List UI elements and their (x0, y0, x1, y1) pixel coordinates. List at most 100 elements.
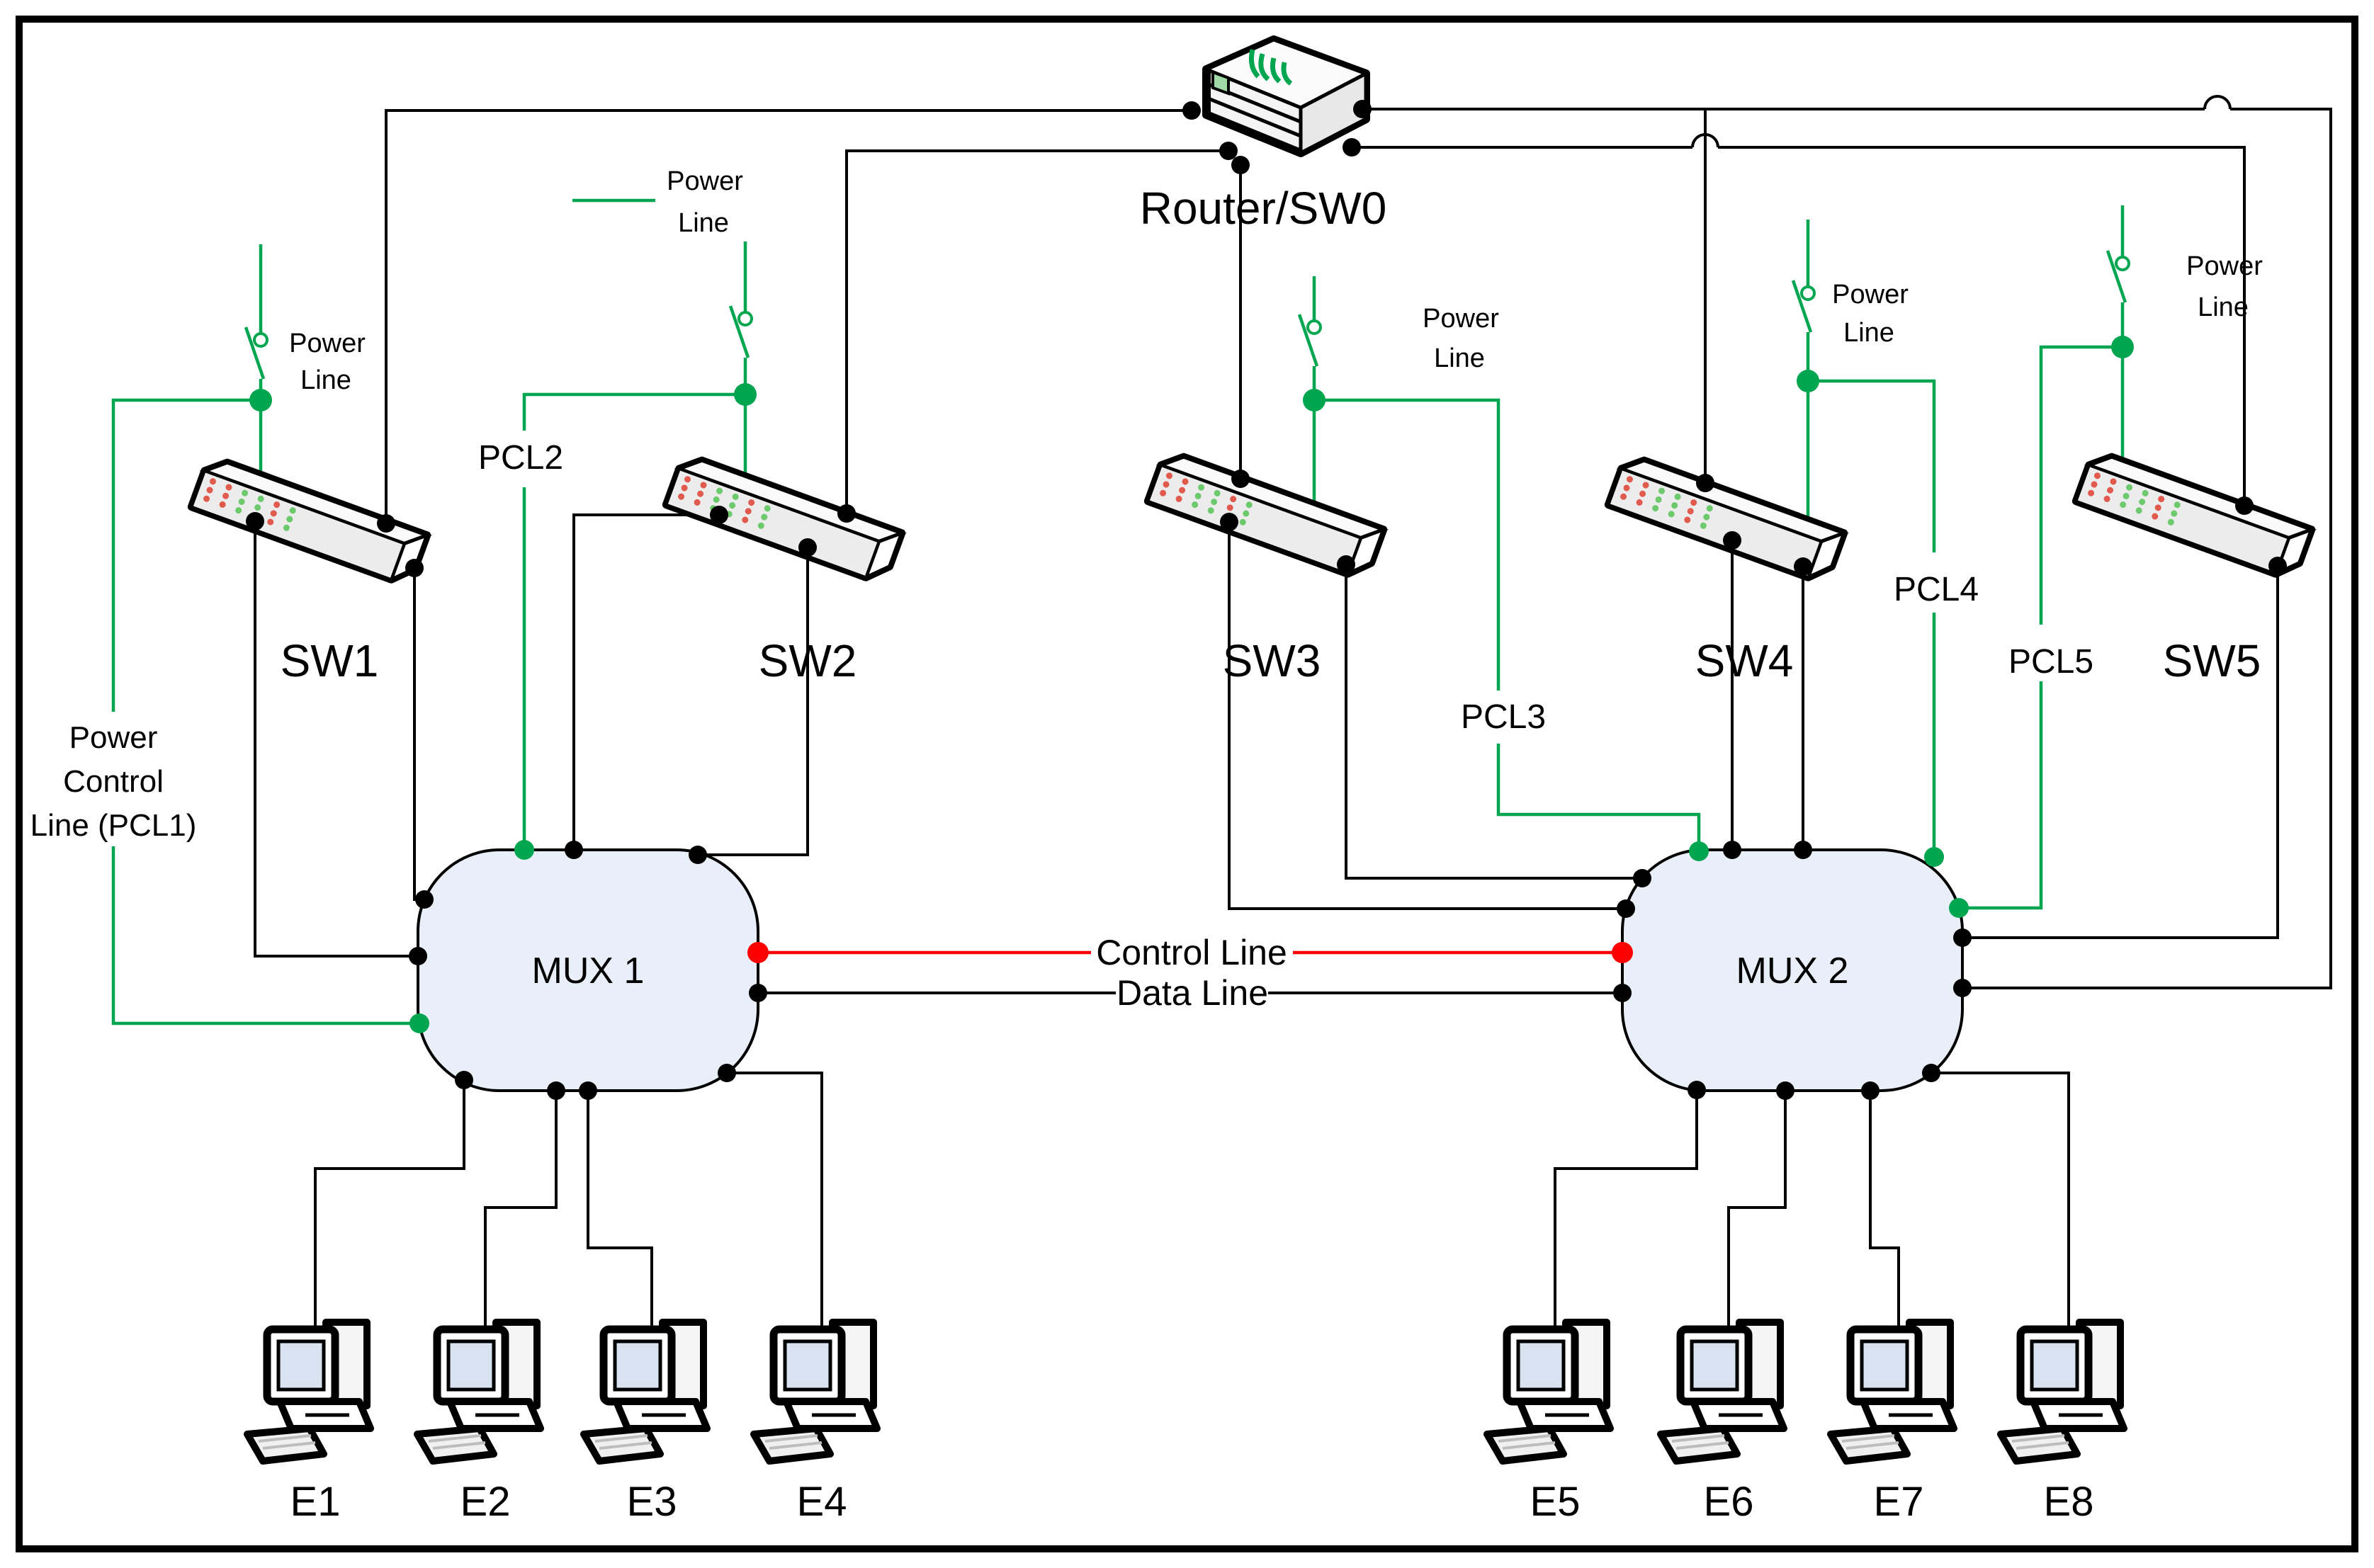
power-switch-sw2-icon (730, 306, 752, 358)
mux1-port-dot (409, 947, 427, 965)
power-line-label-legend: Power (667, 166, 743, 196)
switch-devices: SW1 SW2 SW3 SW4 SW5 (191, 450, 2311, 686)
power-switch-sw1-icon (246, 327, 267, 379)
sw1-port-dot (377, 514, 395, 533)
power-line-label-sw1: Power (289, 329, 366, 358)
data-lines (254, 95, 2332, 1331)
router-port-dot (1182, 101, 1201, 120)
e8-computer (2001, 1322, 2124, 1461)
pcl2-label: PCL2 (478, 439, 563, 477)
power-switch-sw4-icon (1793, 280, 1814, 332)
power-line-label-sw4: Power (1832, 280, 1909, 309)
power-switch-sw5-icon (2108, 251, 2129, 302)
e1-computer (247, 1322, 371, 1461)
sw4-label: SW4 (1695, 635, 1794, 686)
mux2-port-dot (1953, 928, 1972, 947)
line-mux1-to-e4 (727, 1072, 823, 1331)
mux1-power-port-dot (514, 840, 534, 860)
mux2-power-port-dot (1924, 847, 1944, 867)
line-sw5-to-mux2 (1962, 566, 2279, 939)
mux2-port-dot (1776, 1081, 1794, 1100)
e8-label: E8 (2044, 1479, 2094, 1525)
line-router-to-sw1 (385, 109, 1192, 523)
power-line-label-sw5: Power (2186, 251, 2263, 281)
control-line-label: Control Line (1096, 933, 1287, 972)
line-mux1-to-e1 (314, 1080, 465, 1331)
sw2-port-dot (710, 506, 728, 524)
sw2-port-dot (837, 504, 856, 523)
mux2-port-dot (1953, 979, 1972, 997)
line-sw3-to-mux2-b (1345, 564, 1642, 880)
data-line-label: Data Line (1117, 973, 1268, 1013)
power-line-label-sw4: Line (1843, 318, 1894, 348)
pcl1-label: Power (69, 720, 158, 755)
sw2-device (666, 454, 901, 584)
mux2-port-dot (1723, 841, 1741, 859)
mux2-port-dot (1613, 984, 1632, 1002)
power-junction-dot (734, 383, 757, 406)
line-mux2-to-e5 (1554, 1090, 1698, 1331)
line-router-to-sw5 (1352, 146, 2246, 506)
mux1-port-dot (415, 890, 434, 909)
sw3-label: SW3 (1223, 635, 1321, 686)
mux1-control-port-dot (747, 942, 769, 963)
mux1-port-dot (579, 1081, 597, 1100)
diagram-border (16, 16, 2358, 1552)
router-antenna-icon (1248, 49, 1293, 86)
sw5-port-dot (2235, 496, 2254, 515)
e5-label: E5 (1530, 1479, 1581, 1525)
sw4-port-dot (1723, 531, 1741, 550)
e4-label: E4 (797, 1479, 847, 1525)
mux1-label: MUX 1 (532, 950, 645, 992)
line-mux2-to-e8 (1931, 1072, 2070, 1331)
power-junction-dot (1303, 389, 1326, 411)
sw1-port-dot (405, 559, 424, 577)
sw3-port-dot (1337, 555, 1355, 574)
mux2-port-dot (1794, 841, 1812, 859)
power-lines (111, 198, 2129, 1026)
power-junction-dot (249, 389, 272, 411)
mux1-power-port-dot (409, 1013, 429, 1033)
sw4-port-dot (1794, 557, 1812, 576)
mux1-port-dot (455, 1071, 473, 1089)
e4-computer (754, 1322, 877, 1461)
sw3-port-dot (1220, 513, 1238, 531)
mux2-port-dot (1688, 1081, 1706, 1099)
router: Router/SW0 (1140, 35, 1386, 234)
router-port-dot (1353, 100, 1372, 118)
power-junction-dot (1797, 370, 1819, 392)
line-pcl5 (1959, 345, 2123, 910)
e6-label: E6 (1704, 1479, 1754, 1525)
line-sw3-to-mux2-a (1228, 522, 1626, 910)
mux1-port-dot (565, 841, 583, 859)
line-pcl1 (111, 398, 419, 1026)
line-pcl3 (1314, 398, 1701, 851)
pcl3-label: PCL3 (1461, 698, 1546, 736)
line-sw2-to-mux1-a (572, 513, 719, 850)
sw3-port-dot (1231, 470, 1250, 488)
e6-computer (1661, 1322, 1784, 1461)
end-devices: E1 E2 E3 E4 E5 E6 E7 E8 (247, 1322, 2124, 1525)
power-line-label-legend: Line (678, 208, 729, 238)
connector-dots (246, 100, 2287, 1100)
e3-computer (584, 1322, 707, 1461)
sw5-port-dot (2268, 557, 2287, 575)
mux2-port-dot (1633, 869, 1651, 887)
router-port-dot (1343, 138, 1361, 157)
e7-label: E7 (1874, 1479, 1924, 1525)
mux2-label: MUX 2 (1736, 950, 1849, 992)
sw2-port-dot (798, 538, 817, 557)
line-hop-arc-2 (2203, 95, 2232, 110)
line-router-to-sw2 (845, 149, 1228, 513)
line-sw1-to-mux1-b (413, 568, 424, 901)
power-line-label-sw3: Line (1434, 343, 1485, 373)
power-switch-sw3-icon (1299, 314, 1321, 366)
power-line-label-sw3: Power (1423, 304, 1499, 334)
pcl1-label: Control (63, 764, 164, 799)
e7-computer (1831, 1322, 1954, 1461)
router-port-dot (1231, 156, 1250, 174)
power-line-label-sw1: Line (300, 365, 351, 395)
sw1-label: SW1 (281, 635, 379, 686)
